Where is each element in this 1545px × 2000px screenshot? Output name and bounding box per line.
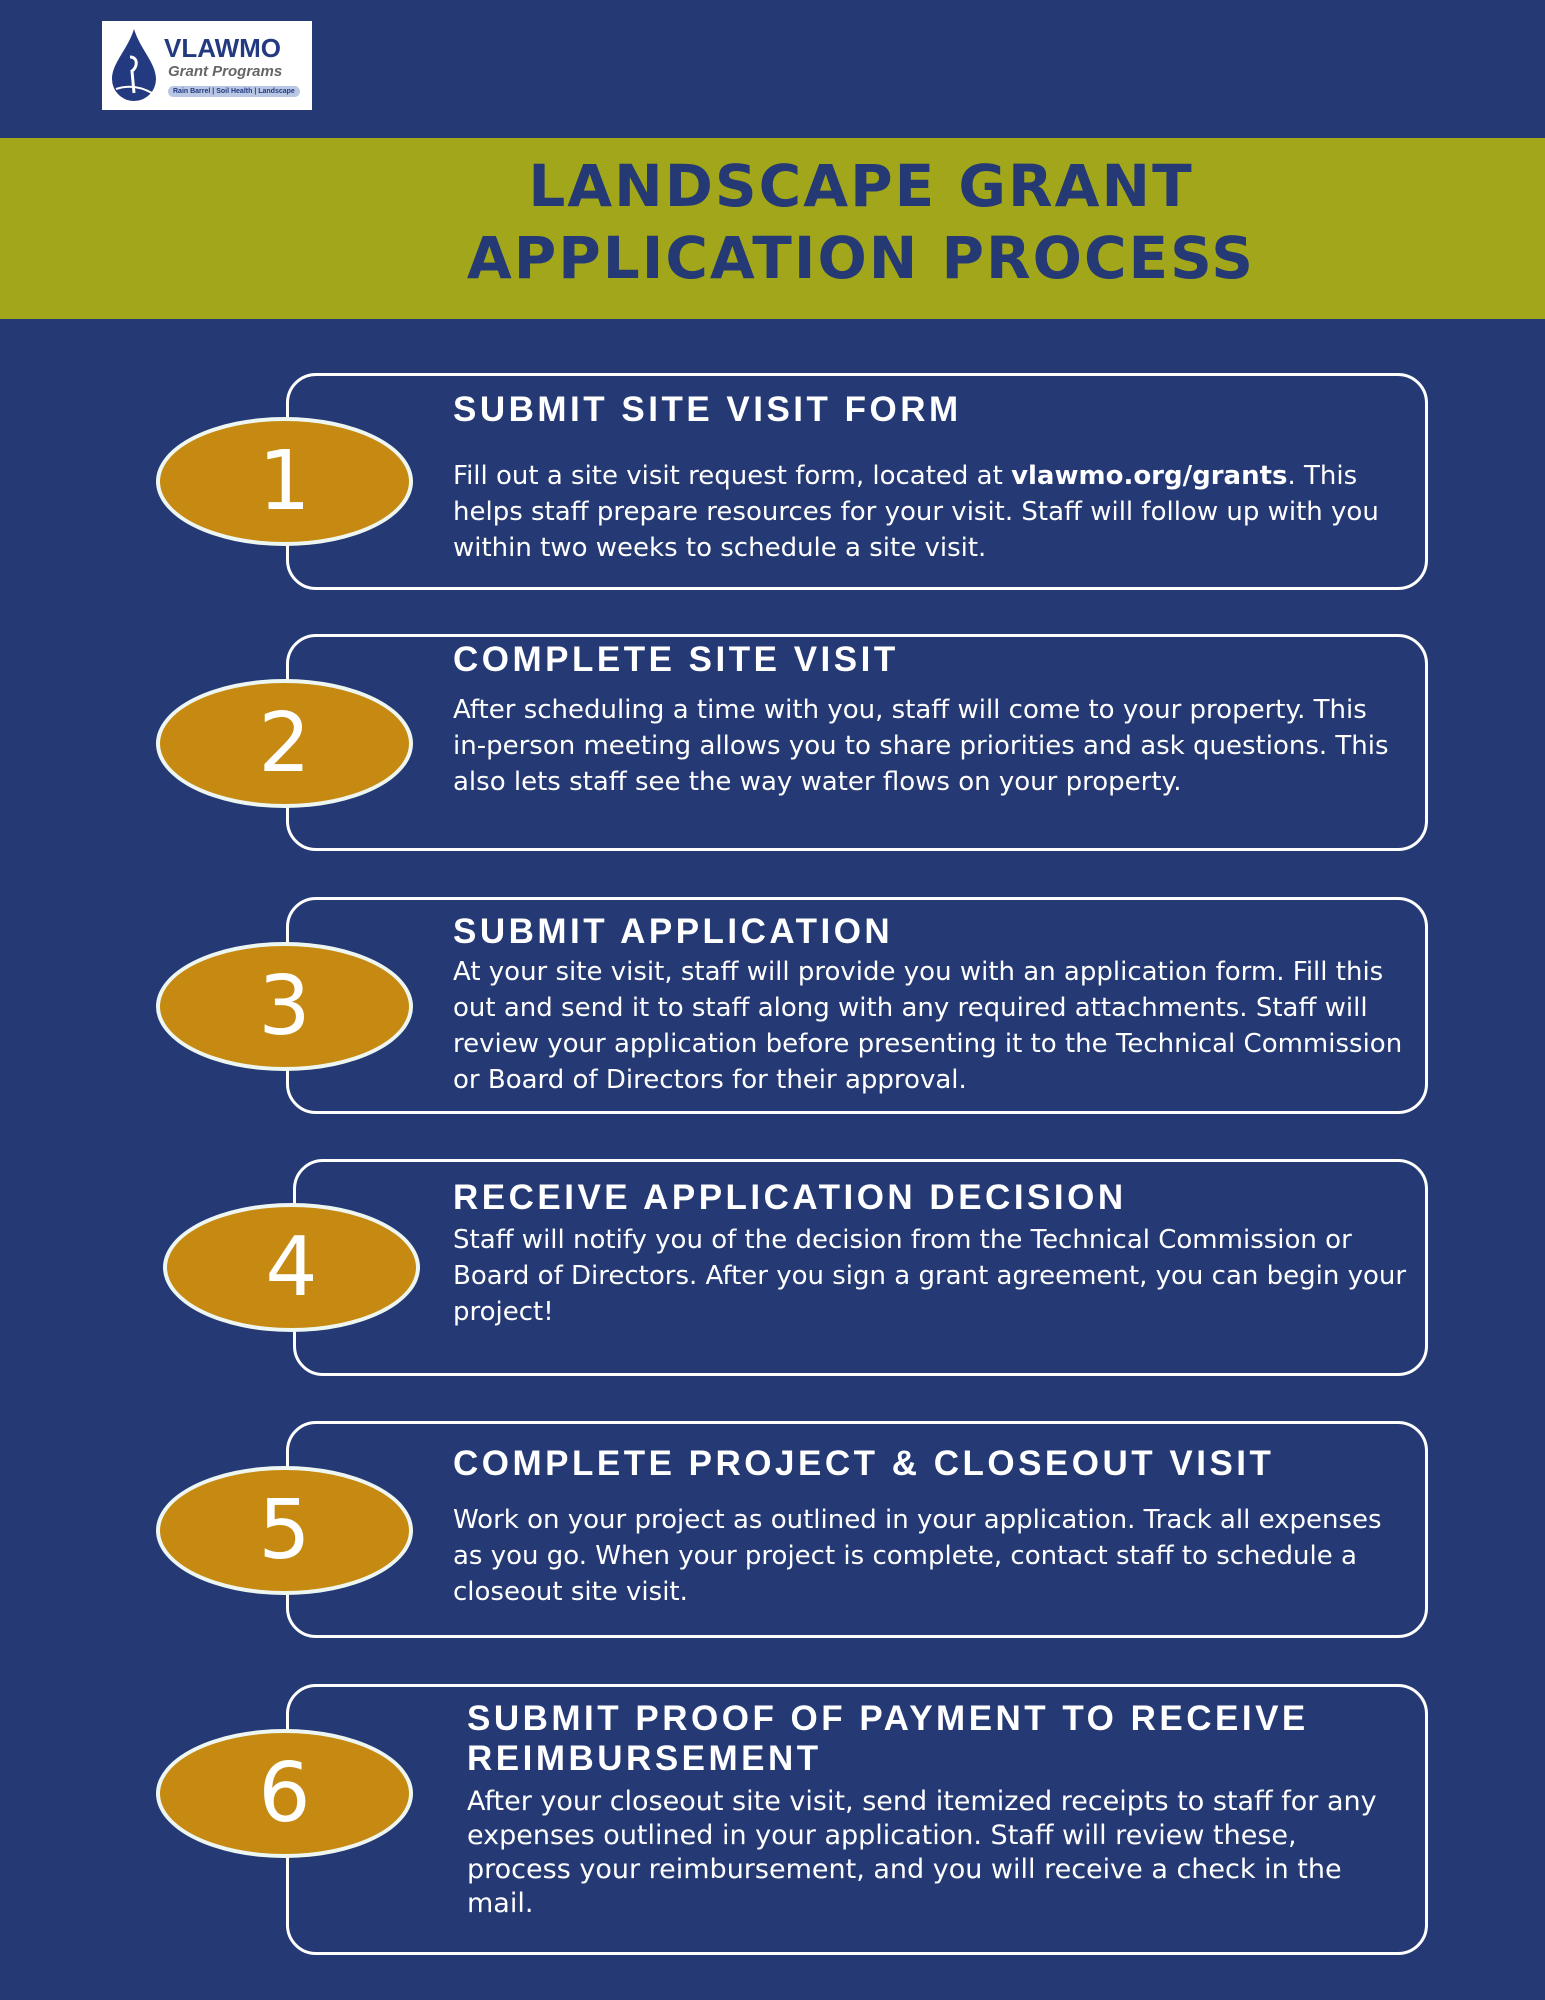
step-content-6: SUBMIT PROOF OF PAYMENT TO RECEIVE REIMB… — [467, 1699, 1397, 1921]
step-body: Work on your project as outlined in your… — [453, 1505, 1382, 1607]
step-number-4: 4 — [163, 1203, 420, 1332]
title-band — [0, 138, 1545, 319]
water-drop-heron-icon — [112, 29, 156, 101]
step-body: Staff will notify you of the decision fr… — [453, 1225, 1407, 1327]
step-body: After scheduling a time with you, staff … — [453, 695, 1389, 797]
step-heading: SUBMIT SITE VISIT FORM — [453, 390, 962, 429]
step-content-2: COMPLETE SITE VISIT After scheduling a t… — [453, 640, 1408, 800]
title-line-2: APPLICATION PROCESS — [466, 224, 1256, 292]
step-body: Fill out a site visit request form, loca… — [453, 458, 1408, 566]
step-content-3: SUBMIT APPLICATION At your site visit, s… — [453, 912, 1413, 1098]
step-body-text: Fill out a site visit request form, loca… — [453, 461, 1012, 491]
step-number-1: 1 — [156, 417, 413, 546]
step-content-1: SUBMIT SITE VISIT FORM Fill out a site v… — [453, 390, 1408, 566]
step-number-2: 2 — [156, 679, 413, 808]
vlawmo-logo: VLAWMO Grant Programs Rain Barrel | Soil… — [102, 21, 312, 110]
logo-subtitle: Grant Programs — [168, 63, 283, 80]
step-heading: COMPLETE SITE VISIT — [453, 640, 899, 679]
step-content-4: RECEIVE APPLICATION DECISION Staff will … — [453, 1178, 1408, 1330]
step-body: After your closeout site visit, send ite… — [467, 1786, 1377, 1919]
logo-name: VLAWMO — [164, 33, 281, 63]
grants-link[interactable]: vlawmo.org/grants — [1011, 461, 1288, 491]
step-heading: RECEIVE APPLICATION DECISION — [453, 1178, 1127, 1217]
step-number-3: 3 — [156, 942, 413, 1071]
step-number-5: 5 — [156, 1466, 413, 1595]
step-heading: COMPLETE PROJECT & CLOSEOUT VISIT — [453, 1444, 1275, 1483]
step-heading: SUBMIT APPLICATION — [453, 912, 894, 951]
step-content-5: COMPLETE PROJECT & CLOSEOUT VISIT Work o… — [453, 1444, 1408, 1610]
step-body-text: . This helps staff prepare resources for… — [453, 461, 1379, 563]
step-heading: SUBMIT PROOF OF PAYMENT TO RECEIVE REIMB… — [467, 1699, 1309, 1778]
page-title: LANDSCAPE GRANT APPLICATION PROCESS — [400, 150, 1322, 294]
title-line-1: LANDSCAPE GRANT — [528, 152, 1194, 220]
step-number-6: 6 — [156, 1729, 413, 1858]
logo-tagline: Rain Barrel | Soil Health | Landscape — [168, 86, 300, 97]
step-body: At your site visit, staff will provide y… — [453, 957, 1403, 1095]
